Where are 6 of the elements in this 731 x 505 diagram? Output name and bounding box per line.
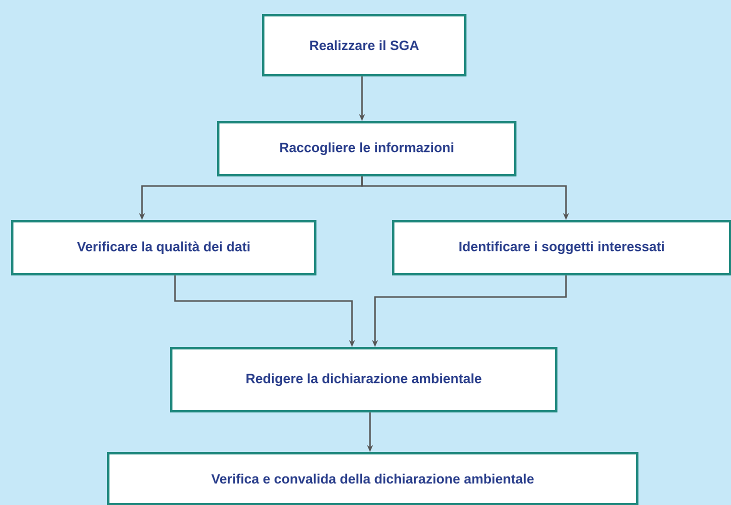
process-box: Verificare la qualità dei dati	[11, 220, 316, 276]
process-box: Realizzare il SGA	[262, 14, 466, 76]
process-box: Redigere la dichiarazione ambientale	[170, 347, 558, 412]
process-box: Verifica e convalida della dichiarazione ambientale	[107, 452, 638, 505]
process-box: Identificare i soggetti interessati	[392, 220, 731, 276]
process-box: Raccogliere le informazioni	[217, 121, 516, 176]
